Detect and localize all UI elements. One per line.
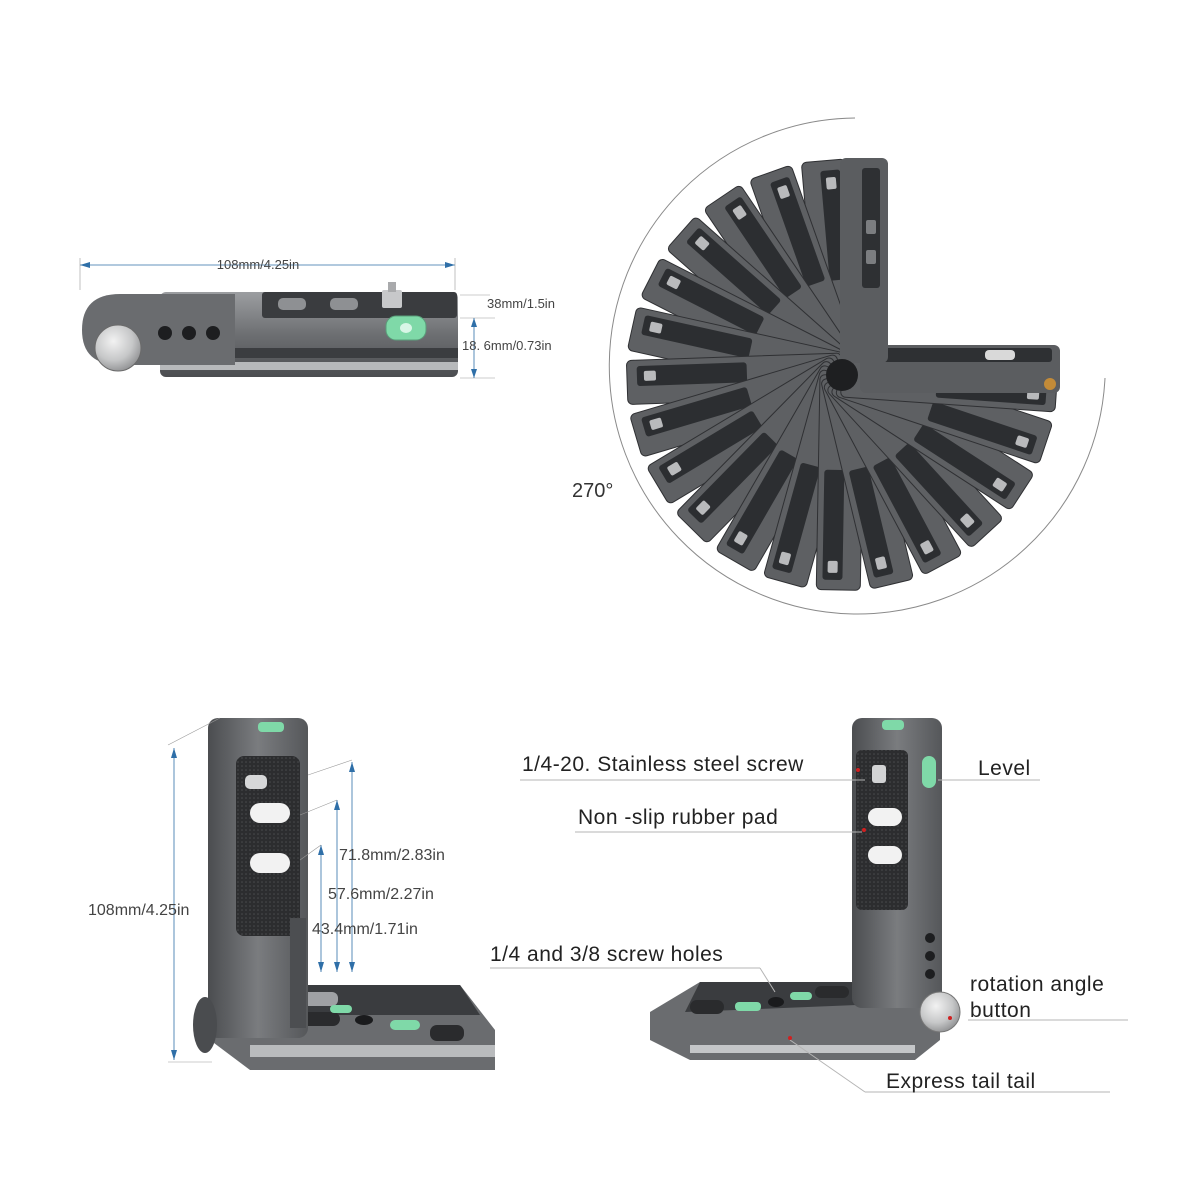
height-small-label: 38mm/1.5in: [487, 296, 555, 311]
total-height-label: 108mm/4.25in: [88, 902, 189, 919]
height-label: 18. 6mm/0.73in: [462, 338, 552, 353]
arrow-up-icon: [171, 748, 177, 758]
hinge-knob: [193, 997, 217, 1053]
callout-level: Level: [978, 757, 1031, 780]
right-bracket-view: 1/4-20. Stainless steel screw Level Non …: [490, 718, 1128, 1093]
screw-icon: [382, 290, 402, 308]
callout-rotation-2: button: [970, 999, 1031, 1022]
callout-holes: 1/4 and 3/8 screw holes: [490, 943, 723, 966]
rotation-angle-label: 270°: [572, 480, 613, 502]
arrow-left-icon: [80, 262, 90, 268]
left-bracket-view: 108mm/4.25in 71.8mm/2.83in 57.6mm/2.27in…: [88, 717, 495, 1070]
rotation-arc: [608, 117, 1106, 615]
hole-icon: [206, 326, 220, 340]
dim-3-label: 43.4mm/1.71in: [312, 921, 418, 938]
arrow-up-icon: [471, 318, 477, 327]
arrow-right-icon: [445, 262, 455, 268]
callout-rotation-1: rotation angle: [970, 973, 1104, 996]
arrow-down-icon: [471, 369, 477, 378]
rubber-pad: [856, 750, 908, 910]
level-icon: [258, 722, 284, 732]
width-label: 108mm/4.25in: [217, 257, 299, 272]
callout-pad: Non -slip rubber pad: [578, 806, 778, 829]
rubber-pad: [236, 756, 300, 936]
callout-express: Express tail tail: [886, 1070, 1036, 1093]
rotation-view: 270°: [572, 117, 1106, 615]
hole-icon: [158, 326, 172, 340]
screw-icon: [872, 765, 886, 783]
dim-1-label: 71.8mm/2.83in: [339, 847, 445, 864]
arrow-down-icon: [171, 1050, 177, 1060]
level-icon: [922, 756, 936, 788]
pivot-icon: [826, 359, 858, 391]
dim-2-label: 57.6mm/2.27in: [328, 886, 434, 903]
rotation-button-icon: [919, 991, 961, 1033]
callout-screw: 1/4-20. Stainless steel screw: [522, 753, 804, 776]
hole-icon: [182, 326, 196, 340]
rotation-knob: [94, 324, 142, 372]
top-view: 108mm/4.25in 38mm/1.5in 18. 6mm/0.73in: [79, 257, 555, 379]
